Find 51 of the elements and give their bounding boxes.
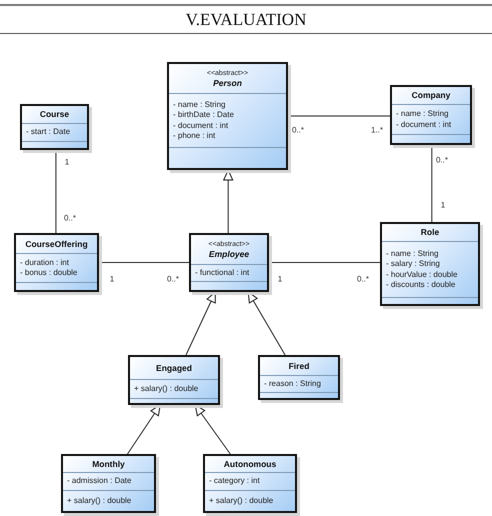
class-name: Engaged	[156, 362, 192, 374]
operation-text: + salary() : double	[134, 384, 198, 394]
class-name: Fired	[288, 360, 310, 372]
attribute-text: - duration : int	[20, 258, 69, 268]
class-box	[128, 355, 220, 405]
class-name: Role	[420, 227, 440, 238]
attribute-text: - document : int	[173, 120, 228, 131]
attribute-text: - name : String	[396, 109, 448, 120]
multiplicity-label: 0..*	[292, 126, 304, 134]
operation-text: + salary() : double	[209, 496, 274, 506]
class-box	[189, 233, 269, 292]
multiplicity-label: 1	[440, 200, 446, 210]
attribute-text: - phone : int	[173, 131, 216, 142]
multiplicity-label: 1	[278, 274, 282, 284]
multiplicity-label: 0..*	[357, 274, 369, 284]
class-name: Company	[412, 90, 450, 101]
class-name: Course	[40, 109, 70, 120]
multiplicity-label: 1..*	[371, 126, 383, 134]
attribute-text: - admission : Date	[67, 476, 132, 487]
class-box	[258, 355, 340, 400]
attribute-text: - category : int	[209, 476, 260, 487]
attribute-text: - document : int	[396, 120, 452, 130]
class-box	[14, 233, 99, 292]
class-name: Employee	[208, 248, 250, 260]
attribute-text: - discounts : double	[386, 280, 456, 290]
class-name: Autonomous	[224, 458, 276, 470]
class-box	[203, 454, 297, 513]
multiplicity-label: 0..*	[436, 156, 448, 164]
class-name: Monthly	[92, 458, 125, 470]
attribute-text: - name : String	[386, 248, 438, 259]
class-box	[20, 104, 89, 150]
class-box	[380, 222, 480, 306]
class-name: Person	[213, 78, 242, 88]
attribute-text: - name : String	[173, 100, 226, 110]
multiplicity-label: 0..*	[167, 274, 179, 284]
class-box	[390, 85, 472, 145]
attribute-text: - salary : String	[386, 259, 440, 270]
operation-text: + salary() : double	[67, 496, 132, 506]
multiplicity-label: 1	[110, 274, 114, 284]
class-name: CourseOffering	[25, 238, 88, 250]
class-box	[167, 62, 288, 170]
attribute-text: - bonus : double	[20, 268, 78, 278]
attribute-text: - start : Date	[26, 127, 70, 138]
class-box	[61, 454, 156, 513]
page-title: V.EVALUATION	[186, 10, 306, 30]
multiplicity-label: 0..*	[64, 214, 76, 222]
attribute-text: - functional : int	[195, 268, 250, 278]
attribute-text: - birthDate : Date	[173, 110, 234, 120]
attribute-text: - reason : String	[264, 378, 321, 390]
attribute-text: - hourValue : double	[386, 270, 458, 280]
multiplicity-label: 1	[64, 158, 70, 166]
